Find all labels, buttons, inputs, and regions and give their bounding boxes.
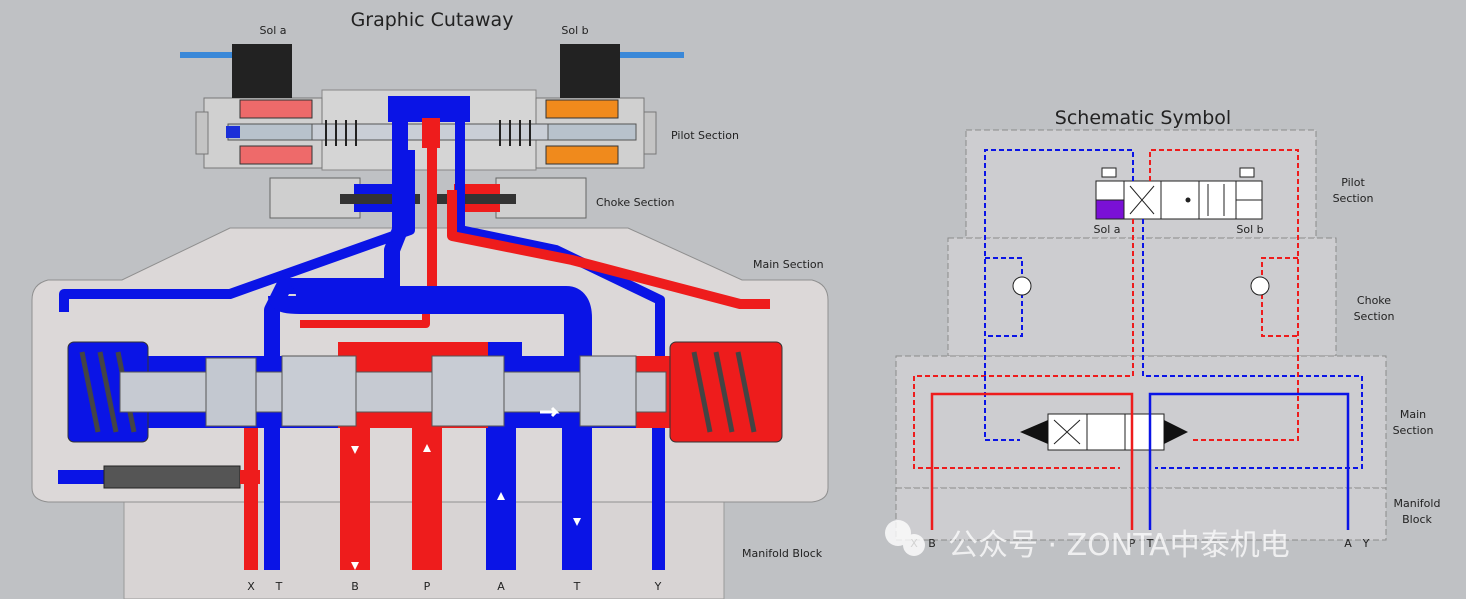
pilot-valve-symbol [1123,180,1237,220]
cutaway-port-t1: T [275,580,283,593]
choke-check-right [1250,276,1270,296]
schematic-manifold-label-2: Block [1402,513,1432,526]
manifold-block-label: Manifold Block [742,547,823,560]
sol-b-connector [560,44,620,98]
cutaway-port-t2: T [573,580,581,593]
graphic-cutaway: Graphic Cutaway Sol a Sol b Pilot Sectio… [31,9,829,599]
sol-a-coil [239,99,313,119]
main-valve-symbol [1047,413,1165,451]
port-channel-x [244,428,258,570]
schematic-pilot-label-2: Section [1333,192,1374,205]
schematic-pilot-label-1: Pilot [1341,176,1365,189]
schematic-main-label-2: Section [1393,424,1434,437]
sol-a-label: Sol a [259,24,286,37]
cutaway-port-y: Y [654,580,662,593]
schematic-port-b: B [928,537,936,550]
schematic-manifold-label-1: Manifold [1394,497,1441,510]
cutaway-port-b: B [351,580,359,593]
schematic-sol-b-label: Sol b [1236,223,1263,236]
cutaway-port-a: A [497,580,505,593]
schematic-symbol: Schematic Symbol Pilot Section Choke Sec… [895,107,1441,550]
schematic-choke-label-1: Choke [1357,294,1391,307]
sol-a-symbol [1095,199,1125,220]
port-channel-t2 [562,428,592,570]
schematic-choke-label-2: Section [1354,310,1395,323]
schematic-port-t: T [1146,537,1154,550]
sol-b-label: Sol b [561,24,588,37]
cutaway-port-p: P [424,580,431,593]
wechat-icon [885,520,925,556]
schematic-main-label-1: Main [1400,408,1426,421]
sol-b-coil [545,99,619,119]
watermark: 公众号 · ZONTA中泰机电 [885,520,1290,563]
choke-check-left [1012,276,1032,296]
main-section-label: Main Section [753,258,824,271]
lower-check-valve [103,465,241,489]
schematic-port-p: P [1129,537,1136,550]
schematic-port-y: Y [1362,537,1370,550]
schematic-manifold-box [895,487,1387,541]
schematic-sol-a-label: Sol a [1093,223,1120,236]
schematic-title: Schematic Symbol [1055,107,1231,129]
cutaway-port-x: X [247,580,255,593]
cutaway-title: Graphic Cutaway [351,9,514,31]
watermark-text: 公众号 · ZONTA中泰机电 [948,528,1290,563]
sol-a-connector [232,44,292,98]
schematic-port-a: A [1344,537,1352,550]
port-channel-y [652,428,664,570]
pilot-section-label: Pilot Section [671,129,739,142]
choke-section-label: Choke Section [596,196,675,209]
